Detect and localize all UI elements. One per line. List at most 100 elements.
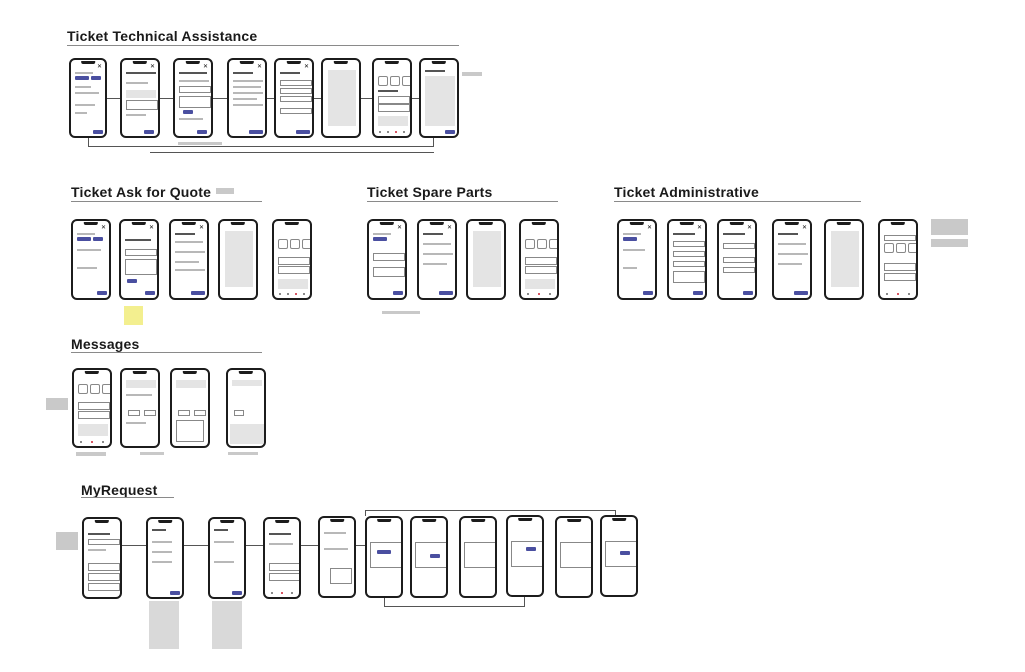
placeholder-box (425, 76, 455, 126)
placeholder-line (88, 533, 110, 535)
placeholder-line (378, 90, 398, 92)
placeholder-line (233, 92, 263, 94)
screen-myrequest-10[interactable] (555, 516, 593, 598)
screen-admin-4[interactable]: ✕ (772, 219, 812, 300)
screen-myrequest-9[interactable] (506, 515, 544, 597)
annotation-note (216, 188, 234, 194)
phone-notch (679, 222, 695, 225)
flow-connector (88, 138, 89, 146)
section-title-administrative: Ticket Administrative (614, 184, 760, 200)
screen-myrequest-7[interactable] (410, 516, 448, 598)
placeholder-line (269, 533, 291, 535)
screen-admin-3[interactable]: ✕ (717, 219, 757, 300)
section-title-ask-for-quote: Ticket Ask for Quote (71, 184, 212, 200)
placeholder-line (214, 529, 228, 531)
phone-notch (230, 222, 246, 225)
flow-connector (615, 510, 616, 515)
phone-notch (629, 222, 645, 225)
screen-tech-3[interactable]: ✕ (173, 58, 213, 138)
screen-myrequest-8-rating[interactable] (459, 516, 497, 598)
phone-notch (284, 222, 300, 225)
screen-spare-3-thank-you[interactable] (466, 219, 506, 300)
screen-myrequest-4[interactable] (263, 517, 301, 599)
chip-button (77, 237, 91, 241)
placeholder-line (423, 253, 453, 255)
screen-tech-6-thank-you[interactable] (321, 58, 361, 138)
flow-connector (412, 98, 419, 99)
phone-notch (286, 61, 302, 64)
placeholder-line (280, 72, 300, 74)
screen-spare-4-home[interactable] (519, 219, 559, 300)
nav-dot (907, 293, 910, 295)
screen-myrequest-1[interactable] (82, 517, 122, 599)
section-underline (71, 352, 262, 353)
screen-tech-2[interactable]: ✕ (120, 58, 160, 138)
screen-spare-1[interactable]: ✕ (367, 219, 407, 300)
screen-quote-1[interactable]: ✕ (71, 219, 111, 300)
flow-connector (365, 510, 366, 516)
placeholder-line (125, 239, 151, 241)
close-icon: ✕ (746, 225, 752, 231)
screen-quote-4-thank-you[interactable] (218, 219, 258, 300)
input-field (723, 243, 755, 249)
phone-notch (890, 222, 906, 225)
screen-myrequest-5[interactable] (318, 516, 356, 598)
submit-button (693, 291, 703, 295)
placeholder-line (723, 233, 745, 235)
phone-notch (784, 222, 800, 225)
submit-button (197, 130, 207, 134)
phone-notch (471, 519, 485, 522)
placeholder-line (75, 104, 95, 106)
submit-button (144, 130, 154, 134)
input-field (179, 96, 211, 108)
screen-messages-4-keyboard[interactable] (226, 368, 266, 448)
phone-notch (158, 520, 172, 523)
screen-tech-4[interactable]: ✕ (227, 58, 267, 138)
placeholder-line (75, 112, 87, 114)
chip-button (373, 237, 387, 241)
placeholder-box (328, 70, 356, 126)
screen-tech-8[interactable] (419, 58, 459, 138)
screen-quote-5-home[interactable] (272, 219, 312, 300)
confirm-button (377, 550, 391, 554)
placeholder-line (233, 72, 253, 74)
screen-messages-3[interactable] (170, 368, 210, 448)
screen-messages-2[interactable] (120, 368, 160, 448)
screen-tech-1[interactable]: ✕ (69, 58, 107, 138)
screen-spare-2[interactable]: ✕ (417, 219, 457, 300)
section-underline (71, 201, 262, 202)
screen-quote-2[interactable]: ✕ (119, 219, 159, 300)
placeholder-line (179, 72, 207, 74)
section-underline (67, 45, 459, 46)
placeholder-box (232, 380, 262, 386)
product-card (126, 100, 158, 110)
screen-tech-5[interactable]: ✕ (274, 58, 314, 138)
screen-myrequest-11[interactable] (600, 515, 638, 597)
nav-dot (271, 592, 273, 594)
screen-tech-7-home[interactable] (372, 58, 412, 138)
screen-admin-5-thank-you[interactable] (824, 219, 864, 300)
screen-myrequest-3-filters[interactable] (208, 517, 246, 599)
input-field (280, 80, 312, 86)
nav-dot (527, 293, 530, 295)
placeholder-line (623, 267, 637, 269)
popup-panel (464, 542, 495, 568)
placeholder-box (525, 279, 555, 289)
screen-admin-1[interactable]: ✕ (617, 219, 657, 300)
screen-quote-3[interactable]: ✕ (169, 219, 209, 300)
bottom-nav (76, 440, 108, 444)
phone-notch (84, 371, 100, 374)
screen-messages-1[interactable] (72, 368, 112, 448)
popup-panel (370, 542, 401, 568)
screen-admin-2[interactable]: ✕ (667, 219, 707, 300)
placeholder-line (152, 551, 172, 553)
submit-button (743, 291, 753, 295)
screen-myrequest-6[interactable] (365, 516, 403, 598)
shortcut-tiles (884, 243, 916, 253)
phone-notch (478, 222, 494, 225)
flow-connector (314, 98, 321, 99)
chip-button (623, 237, 637, 241)
input-field (373, 253, 405, 261)
screen-myrequest-2-filters[interactable] (146, 517, 184, 599)
screen-admin-6-home[interactable] (878, 219, 918, 300)
